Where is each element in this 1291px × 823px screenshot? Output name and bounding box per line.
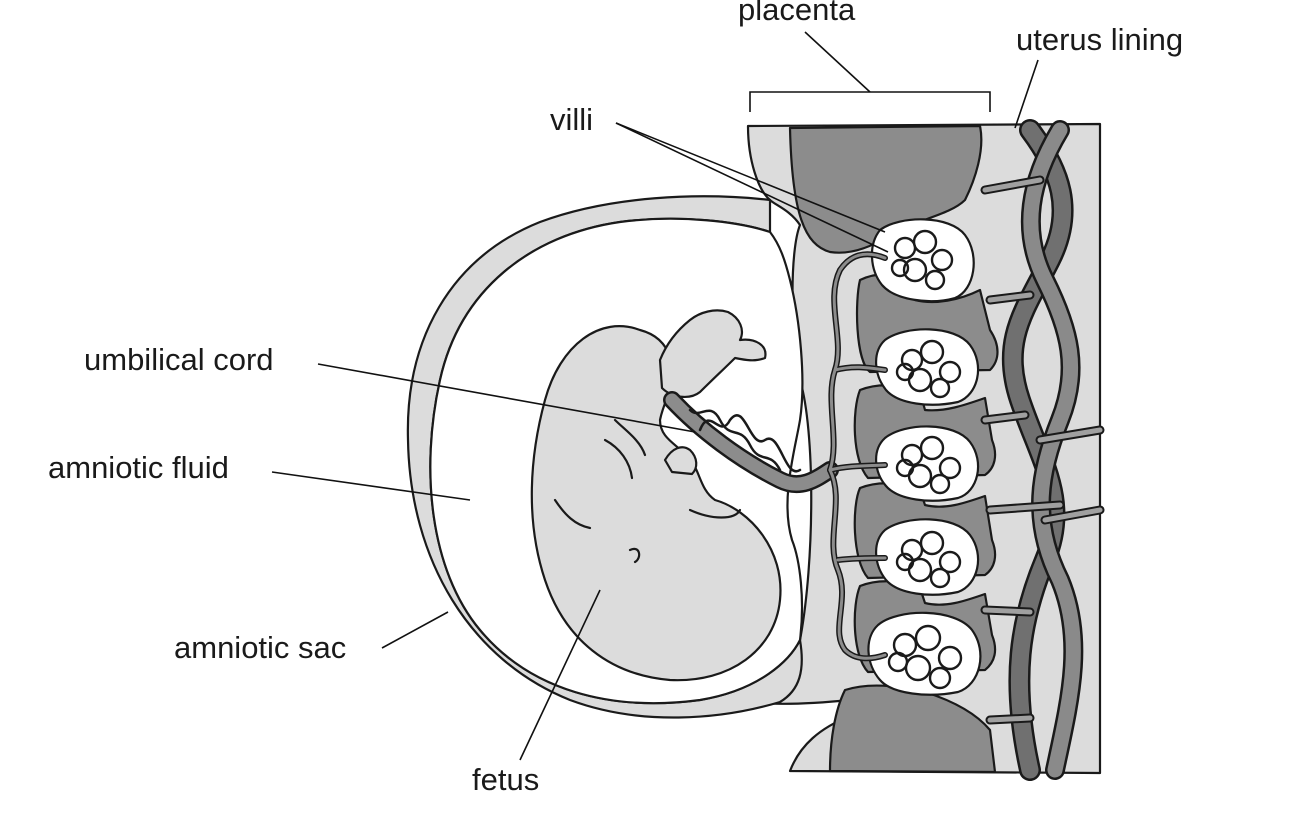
fetus-figure bbox=[530, 309, 782, 682]
label-umbilical-cord: umbilical cord bbox=[84, 342, 274, 377]
label-placenta: placenta bbox=[738, 0, 856, 27]
umbilical-cord-leader bbox=[317, 363, 696, 433]
label-leaders bbox=[271, 31, 1039, 761]
label-amniotic-fluid: amniotic fluid bbox=[48, 450, 229, 485]
placenta-bracket bbox=[749, 91, 991, 112]
amniotic-sac-leader bbox=[381, 611, 449, 649]
maternal-blood-vessels bbox=[980, 119, 1105, 781]
placenta-leader bbox=[804, 31, 871, 93]
umbilical-cord bbox=[663, 251, 888, 662]
label-amniotic-sac: amniotic sac bbox=[174, 630, 347, 665]
amniotic-fluid-leader bbox=[271, 471, 471, 501]
villi-clusters bbox=[867, 218, 982, 696]
villi-leader-1 bbox=[615, 122, 886, 233]
label-villi: villi bbox=[550, 102, 594, 137]
label-uterus-lining: uterus lining bbox=[1016, 22, 1184, 57]
label-fetus: fetus bbox=[472, 762, 540, 797]
villi-leader-2 bbox=[615, 122, 889, 253]
uterus-lining-leader bbox=[1014, 59, 1039, 129]
fetus-leader bbox=[519, 589, 601, 761]
